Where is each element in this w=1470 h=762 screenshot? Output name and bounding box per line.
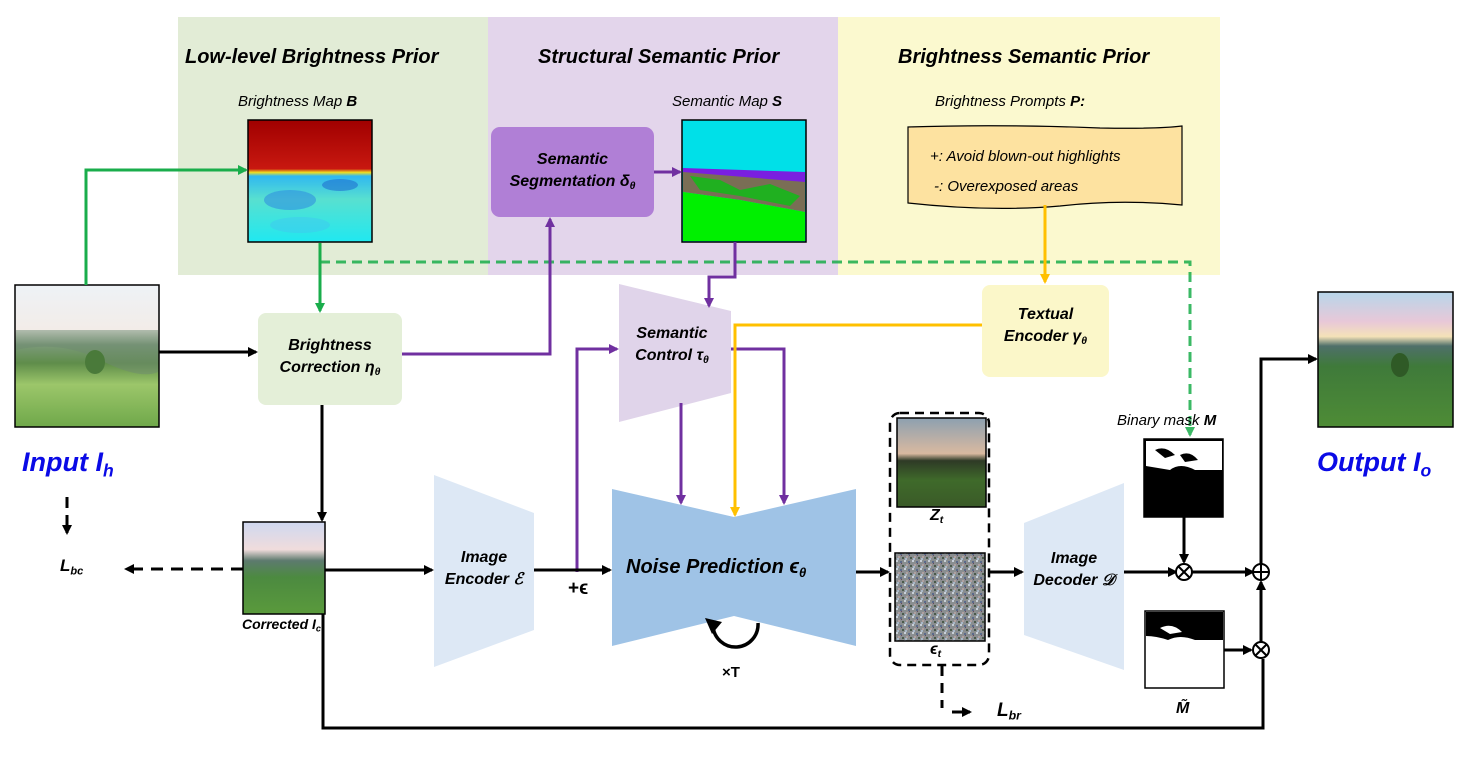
- add-operator: [1252, 563, 1270, 581]
- image-decoder-block[interactable]: [1024, 483, 1124, 670]
- multiply-operator-1: [1175, 563, 1193, 581]
- semantic-map-image: [681, 119, 807, 243]
- image-decoder-line2: Decoder 𝒟: [1033, 572, 1115, 589]
- image-encoder-block[interactable]: [434, 475, 534, 667]
- textual-encoder-line2: Encoder γθ: [1003, 328, 1088, 348]
- noise-label: ϵt: [930, 641, 942, 661]
- noise-image: [894, 552, 986, 642]
- image-decoder-label: Image Decoder 𝒟: [1024, 548, 1124, 592]
- input-label: Input Ih: [22, 447, 114, 481]
- latent-noise-container: [888, 411, 991, 667]
- latent-image: [896, 417, 987, 508]
- corrected-label: Corrected Ic: [242, 616, 321, 634]
- semantic-map-symbol: S: [772, 93, 783, 110]
- textual-encoder-line1: Textual: [1017, 306, 1074, 323]
- arrow-correction-to-segmentation: [402, 217, 555, 356]
- brightness-correction-line2: Correction ηθ: [279, 359, 381, 379]
- brightness-prompts-label: Brightness Prompts P:: [935, 93, 1085, 110]
- loss-br-label: Lbr: [997, 700, 1021, 723]
- brightness-prompts-symbol: P:: [1070, 93, 1086, 110]
- image-encoder-label: Image Encoder ℰ: [434, 547, 534, 591]
- latent-label: Zt: [930, 507, 944, 527]
- arrow-text-encoder-to-noise: [730, 323, 982, 517]
- brightness-map-label: Brightness Map B: [238, 93, 357, 110]
- image-decoder-line1: Image: [1050, 550, 1098, 567]
- textual-encoder-block[interactable]: [982, 285, 1109, 377]
- semantic-map-label: Semantic Map S: [672, 93, 782, 110]
- arrow-skip-corrected-to-multiply2: [321, 614, 1265, 730]
- brightness-correction-block[interactable]: [258, 313, 402, 405]
- brightness-map-image: [247, 119, 373, 243]
- brightness-correction-line1: Brightness: [288, 337, 372, 354]
- output-label: Output Io: [1317, 447, 1432, 481]
- structural-prior-title: Structural Semantic Prior: [538, 46, 780, 68]
- corrected-image: [242, 521, 326, 615]
- brightness-map-label-text: Brightness Map: [238, 93, 343, 110]
- semantic-segmentation-block[interactable]: [491, 127, 654, 217]
- low-level-prior-title: Low-level Brightness Prior: [185, 46, 439, 68]
- repeat-loop-arrowhead: [705, 618, 722, 634]
- semantic-map-label-text: Semantic Map: [672, 93, 768, 110]
- positive-prompt: +: Avoid blown-out highlights: [930, 148, 1121, 165]
- binary-mask-label: Binary mask M: [1117, 412, 1217, 429]
- inverse-mask-image: [1144, 610, 1225, 689]
- arrow-input-to-brightness-map: [84, 165, 248, 285]
- semantic-segmentation-line1: Semantic: [536, 151, 609, 168]
- arrow-map-to-control: [704, 242, 737, 308]
- arrow-add-to-output: [1259, 354, 1318, 564]
- binary-mask-image: [1143, 438, 1224, 518]
- semantic-segmentation-line2: Segmentation δθ: [509, 173, 636, 193]
- semantic-control-label: Semantic Control τθ: [612, 323, 732, 372]
- noise-prediction-block[interactable]: [612, 489, 856, 646]
- loss-bc-label: Lbc: [60, 556, 84, 578]
- semantic-control-line2: Control τθ: [635, 347, 709, 367]
- multiply-operator-2: [1252, 641, 1270, 659]
- brightness-map-symbol: B: [346, 93, 358, 110]
- brightness-semantic-prior-title: Brightness Semantic Prior: [898, 46, 1150, 68]
- image-encoder-line2: Encoder ℰ: [444, 571, 524, 588]
- output-image: [1317, 291, 1454, 428]
- noise-prediction-label: Noise Prediction ϵθ: [626, 556, 807, 580]
- arrow-latent-to-control: [575, 344, 619, 572]
- semantic-control-block[interactable]: [619, 284, 731, 422]
- input-image: [14, 284, 160, 428]
- brightness-prompts-box: [907, 125, 1183, 209]
- brightness-prompts-label-text: Brightness Prompts: [935, 93, 1066, 110]
- arrow-control-to-noise-right: [731, 347, 789, 505]
- semantic-segmentation-label: Semantic Segmentation δθ: [491, 149, 654, 198]
- arrow-brightness-map-to-mask: [320, 260, 1195, 437]
- repeat-loop-icon: [711, 622, 760, 649]
- noise-add-label: +ϵ: [568, 578, 589, 599]
- negative-prompt: -: Overexposed areas: [934, 178, 1079, 195]
- image-encoder-line1: Image: [460, 549, 508, 566]
- repeat-label: ×T: [722, 664, 740, 681]
- brightness-correction-label: Brightness Correction ηθ: [258, 335, 402, 384]
- textual-encoder-label: Textual Encoder γθ: [982, 304, 1109, 353]
- inverse-mask-label: M̃: [1176, 700, 1190, 717]
- semantic-control-line1: Semantic: [636, 325, 708, 342]
